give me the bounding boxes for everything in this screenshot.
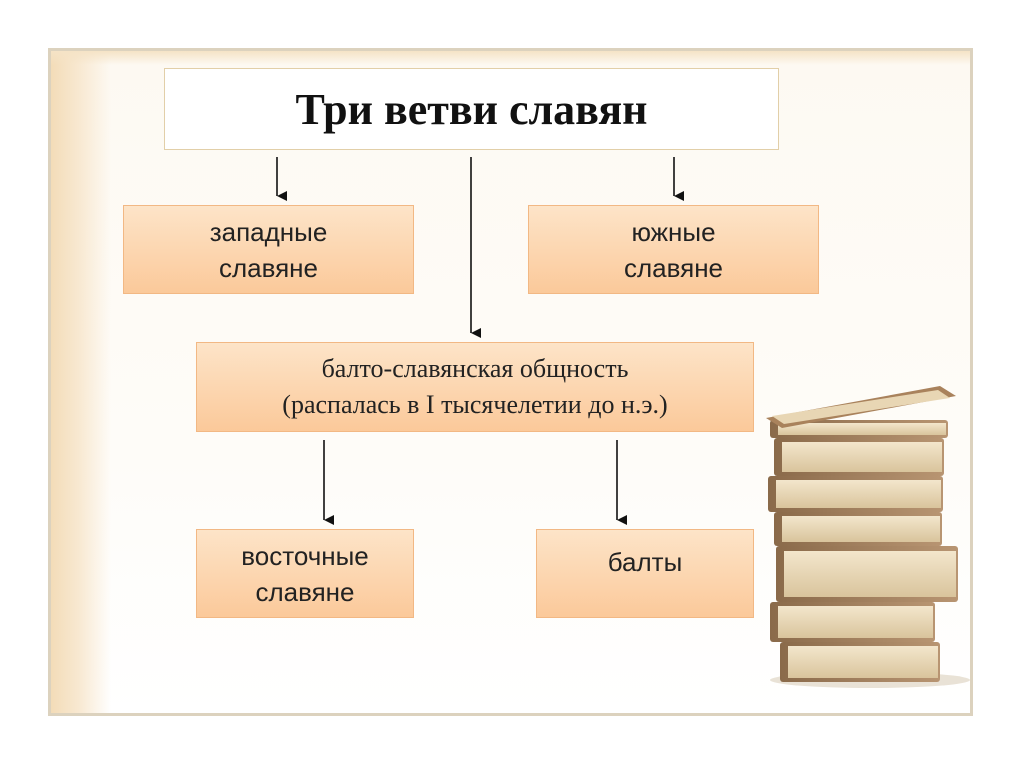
node-western-slavs-text: западные славяне — [209, 216, 328, 283]
node-western-slavs: западные славяне — [123, 205, 414, 294]
node-balto-slavic-community-text: балто-славянская общность (распалась в I… — [282, 354, 668, 419]
node-balts-text: балты — [607, 547, 683, 577]
diagram-title: Три ветви славян — [164, 68, 779, 150]
node-eastern-slavs: восточные славяне — [196, 529, 414, 618]
node-southern-slavs: южные славяне — [528, 205, 819, 294]
stack-of-books-icon — [766, 386, 970, 688]
frame-top-band — [51, 51, 970, 65]
node-eastern-slavs-text: восточные славяне — [241, 540, 369, 607]
diagram-title-text: Три ветви славян — [295, 84, 648, 134]
node-balto-slavic-community: балто-славянская общность (распалась в I… — [196, 342, 754, 432]
node-balts: балты — [536, 529, 754, 618]
frame-left-band — [51, 51, 111, 713]
node-southern-slavs-text: южные славяне — [623, 216, 724, 283]
